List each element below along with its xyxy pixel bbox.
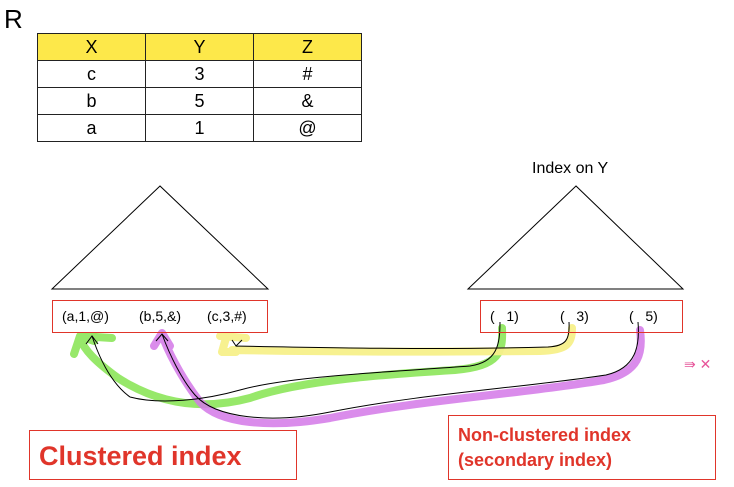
table-cell: b [37, 87, 146, 115]
relation-name: R [4, 4, 23, 34]
table-row: a 1 @ [37, 114, 362, 142]
table-cell: c [37, 60, 146, 88]
secondary-tree-triangle [466, 185, 685, 290]
table-cell: 3 [145, 60, 254, 88]
secondary-entry: ( 1) [490, 308, 519, 324]
header-y: Y [145, 33, 254, 61]
header-z: Z [253, 33, 362, 61]
yellow-highlight-arrow [216, 324, 576, 356]
pointer-line-1 [85, 321, 501, 402]
secondary-index-label: (secondary index) [458, 450, 613, 470]
table-row: c 3 # [37, 60, 362, 88]
relation-table: X Y Z c 3 # b 5 & a 1 @ [37, 33, 362, 142]
clustered-entry: (b,5,&) [139, 308, 182, 324]
pointer-line-5 [155, 321, 639, 419]
secondary-entry: ( 5) [629, 308, 658, 324]
table-cell: a [37, 114, 146, 142]
table-cell: @ [253, 114, 362, 142]
table-cell: 1 [145, 114, 254, 142]
nonclustered-label-box [448, 415, 716, 480]
nonclustered-index-label: Non-clustered index [458, 425, 632, 445]
pointer-line-3 [231, 321, 570, 350]
table-header-row: X Y Z [37, 33, 362, 61]
handwritten-annotation: ⇛ ✕ [684, 356, 712, 372]
clustered-label-box [29, 430, 297, 480]
index-label: Index on Y [532, 160, 609, 177]
clustered-index-label: Clustered index [39, 441, 242, 471]
secondary-entry: ( 3) [560, 308, 589, 324]
green-highlight-arrow [70, 324, 507, 409]
table-cell: # [253, 60, 362, 88]
clustered-tree-triangle [50, 185, 270, 290]
clustered-entry: (a,1,@) [62, 308, 109, 324]
table-cell: & [253, 87, 362, 115]
clustered-leaf-box [52, 300, 268, 333]
clustered-entry: (c,3,#) [207, 308, 247, 324]
secondary-leaf-box [480, 300, 683, 333]
